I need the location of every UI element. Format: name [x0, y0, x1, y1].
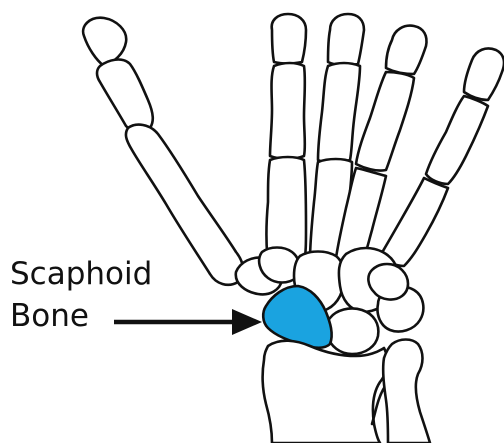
thumb-proximal-phalanx — [97, 60, 153, 132]
little-metacarpal — [380, 178, 448, 266]
lunate-bone — [327, 308, 379, 354]
scaphoid-label-line-2: Bone — [10, 298, 89, 334]
index-middle-phalanx — [272, 14, 306, 64]
little-proximal-phalanx — [426, 96, 488, 184]
ring-middle-phalanx — [386, 26, 427, 74]
pisiform-bone — [368, 264, 408, 299]
ring-proximal-phalanx — [356, 72, 414, 171]
carpal-bones — [236, 248, 424, 355]
little-middle-phalanx — [464, 48, 504, 100]
thumb — [83, 18, 243, 285]
radius-bone — [263, 341, 388, 443]
ulna-bone — [383, 340, 430, 443]
middle-middle-phalanx — [328, 14, 364, 65]
scaphoid-label-line-1: Scaphoid — [10, 256, 152, 292]
index-finger — [267, 14, 307, 265]
index-proximal-phalanx — [270, 63, 305, 159]
forearm-bones — [263, 340, 430, 443]
middle-proximal-phalanx — [318, 63, 360, 163]
pointer-arrow — [114, 309, 262, 335]
arrow-head — [232, 309, 262, 335]
